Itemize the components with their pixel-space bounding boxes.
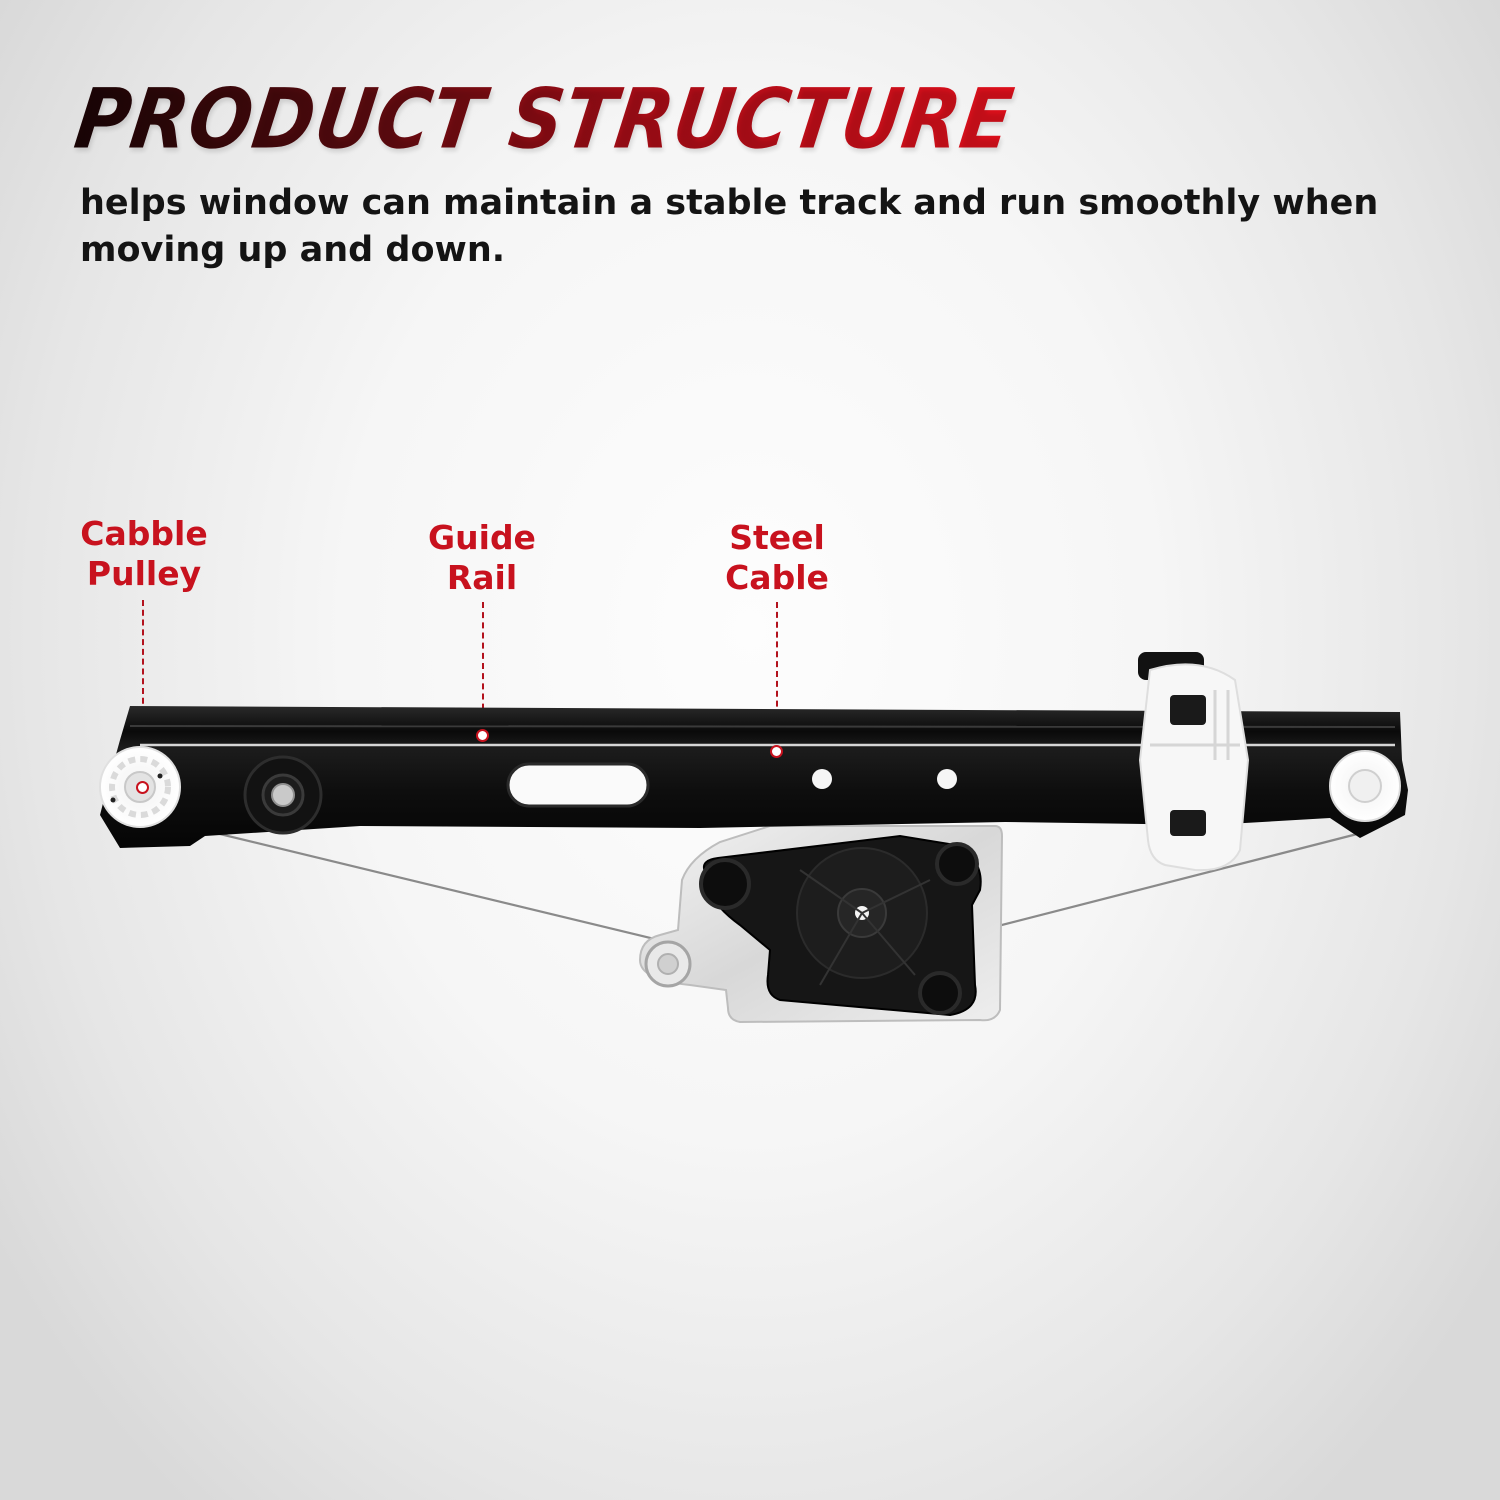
glass-carrier-clip xyxy=(1138,652,1250,872)
callout-label-line2: Pulley xyxy=(86,554,202,593)
gear-housing xyxy=(699,834,982,1017)
callout-cable-pulley: Cabble Pulley xyxy=(72,514,216,594)
leader-line-cable-pulley xyxy=(142,600,144,782)
callout-dot-cable-pulley xyxy=(136,781,149,794)
leader-line-steel-cable xyxy=(776,602,778,746)
callout-label-line1: Steel xyxy=(729,518,825,557)
callout-label-line2: Cable xyxy=(725,558,829,597)
guide-rail xyxy=(100,706,1408,848)
cable-pulley-right xyxy=(1329,750,1401,822)
callout-steel-cable: Steel Cable xyxy=(705,518,849,598)
page-subtitle: helps window can maintain a stable track… xyxy=(80,183,1379,270)
steel-cable xyxy=(169,820,1366,952)
callout-dot-steel-cable xyxy=(770,745,783,758)
callout-label-line1: Cabble xyxy=(80,514,208,553)
callout-label-line2: Rail xyxy=(446,558,518,597)
leader-line-guide-rail xyxy=(482,602,484,730)
callout-guide-rail: Guide Rail xyxy=(412,518,552,598)
callout-dot-guide-rail xyxy=(476,729,489,742)
callout-label-line1: Guide xyxy=(428,518,536,557)
